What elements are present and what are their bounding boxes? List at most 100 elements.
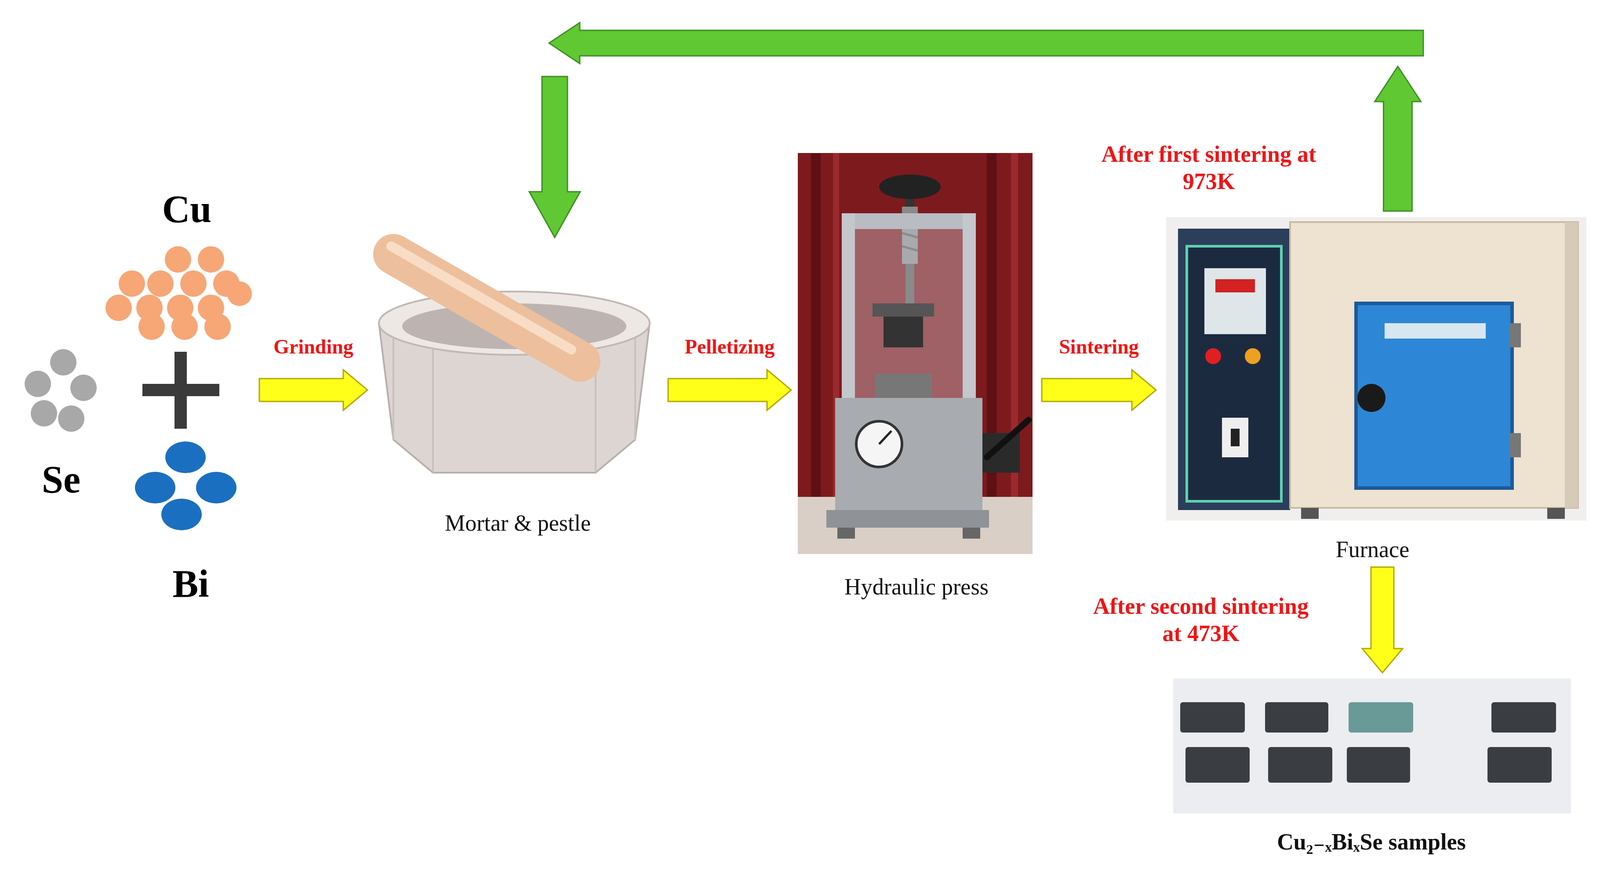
muffle-furnace-photo — [1547, 507, 1565, 519]
copper-particles — [118, 270, 146, 297]
muffle-furnace-photo — [1564, 221, 1579, 508]
process-arrow — [1041, 369, 1157, 411]
hydraulic-press-photo — [841, 213, 855, 398]
hydraulic-press-photo — [962, 213, 976, 398]
node-label: Furnace — [1156, 536, 1590, 563]
return-arrow — [529, 22, 1424, 238]
edge-label-holder: After second sintering at 473K — [1082, 592, 1320, 648]
samples-photo — [1346, 746, 1411, 783]
block-arrow — [1041, 369, 1157, 411]
hydraulic-press-photo — [879, 174, 941, 200]
mortar-photo — [393, 254, 581, 362]
muffle-furnace-photo — [1244, 348, 1261, 364]
step-label: After first sintering at 973K — [1076, 140, 1341, 196]
copper-particles — [227, 281, 252, 306]
plus-sign — [174, 351, 187, 429]
block-arrow — [549, 22, 1424, 64]
edge-label-holder: After first sintering at 973K — [1076, 140, 1341, 196]
selenium-particles — [50, 349, 77, 376]
muffle-furnace-photo — [1384, 323, 1486, 339]
plus-sign — [142, 351, 220, 429]
mortar-photo — [378, 246, 650, 473]
copper-particles — [197, 246, 225, 273]
samples-photo — [1487, 746, 1552, 783]
hydraulic-press-photo — [872, 303, 935, 317]
copper-particles — [147, 270, 174, 297]
selenium-particles — [24, 370, 51, 397]
samples-photo — [1491, 701, 1557, 733]
process-arrow — [1362, 567, 1403, 673]
selenium-particles — [30, 400, 58, 427]
muffle-furnace-photo — [1509, 323, 1521, 348]
muffle-furnace-photo — [1509, 432, 1521, 458]
bismuth-particles — [196, 471, 237, 504]
block-arrow — [1362, 567, 1403, 673]
selenium-particles — [70, 374, 97, 401]
hydraulic-press-photo — [962, 527, 981, 539]
hydraulic-press-photo — [797, 152, 1033, 554]
hydraulic-press-photo — [986, 419, 1029, 458]
hydraulic-press-photo — [837, 527, 855, 539]
bismuth-particles — [165, 441, 206, 473]
equipment-node: Hydraulic press — [791, 149, 1042, 605]
edge-label-holder: Sintering — [1058, 335, 1139, 359]
mortar-photo — [634, 338, 637, 440]
hydraulic-press-photo — [841, 213, 976, 230]
bismuth-particles — [134, 441, 237, 531]
muffle-furnace-photo — [1290, 221, 1579, 508]
muffle-furnace-photo — [1205, 348, 1222, 364]
copper-particles — [180, 270, 207, 297]
muffle-furnace-photo — [1221, 417, 1249, 458]
samples-photo — [1180, 701, 1245, 733]
samples-photo — [1268, 746, 1333, 783]
muffle-furnace-photo — [1166, 217, 1587, 521]
hydraulic-press-photo — [826, 509, 990, 528]
edge-label-holder: Pelletizing — [684, 335, 775, 359]
equipment-node: Furnace — [1156, 210, 1590, 568]
process-arrow — [668, 369, 792, 411]
muffle-furnace-photo — [1215, 279, 1255, 293]
step-label: After second sintering at 473K — [1082, 592, 1320, 648]
node-label: Hydraulic press — [791, 573, 1042, 600]
selenium-particles — [58, 405, 85, 432]
samples-photo — [1265, 701, 1329, 733]
copper-particles — [138, 313, 165, 340]
mortar-photo — [391, 246, 572, 350]
mortar-photo — [432, 347, 434, 473]
block-arrow — [1374, 66, 1422, 211]
bismuth-particles — [161, 498, 202, 531]
block-arrow — [668, 369, 792, 411]
samples-photo — [1173, 678, 1571, 814]
muffle-furnace-photo — [1178, 228, 1291, 510]
step-label: Sintering — [1058, 335, 1139, 359]
process-arrow — [259, 369, 368, 411]
hydraulic-press-photo — [854, 228, 963, 398]
selenium-particles — [24, 349, 97, 432]
muffle-furnace-photo — [1357, 383, 1386, 412]
copper-particles — [105, 294, 132, 321]
equipment-node: Mortar & pestle — [367, 237, 669, 541]
element-symbol: Bi — [172, 562, 209, 606]
reactant-group: CuSeBi — [17, 184, 260, 607]
copper-particles — [105, 246, 252, 340]
hydraulic-press-photo — [856, 421, 902, 467]
mortar-photo — [392, 338, 395, 440]
node-label: Cu₂₋ₓBiₓSe samples — [1169, 828, 1574, 855]
block-arrow — [259, 369, 368, 411]
element-symbol: Se — [41, 458, 81, 502]
hydraulic-press-photo — [874, 373, 932, 398]
muffle-furnace-photo — [1186, 246, 1282, 502]
node-label: Mortar & pestle — [367, 509, 669, 537]
hydraulic-press-photo — [879, 430, 892, 444]
step-label: Grinding — [273, 335, 354, 359]
edge-label-holder: Grinding — [273, 335, 354, 359]
hydraulic-press-photo — [835, 397, 983, 510]
step-label: Pelletizing — [684, 335, 775, 359]
muffle-furnace-photo — [1356, 303, 1513, 488]
bismuth-particles — [134, 471, 176, 504]
hydraulic-press-photo — [905, 263, 915, 304]
element-symbol: Cu — [162, 188, 212, 231]
